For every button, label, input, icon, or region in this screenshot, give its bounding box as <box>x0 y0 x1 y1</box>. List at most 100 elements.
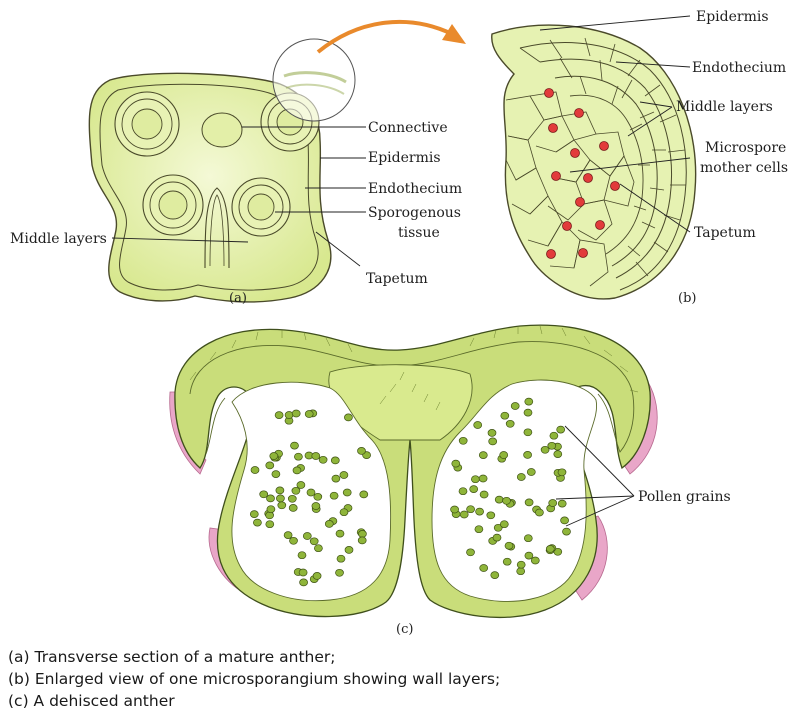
pollen-grain <box>329 491 339 500</box>
pollen-grain <box>548 499 558 507</box>
pollen-grain <box>288 504 298 512</box>
label-endothecium-a: Endothecium <box>368 181 462 197</box>
pollen-grain <box>516 567 526 576</box>
pollen-grain <box>287 494 297 503</box>
label-tapetum-b: Tapetum <box>694 225 756 241</box>
pollen-grain <box>299 578 308 587</box>
anther-groove <box>204 187 230 269</box>
connective-tissue <box>201 112 243 148</box>
pollen-grain <box>344 413 353 422</box>
pollen-grain <box>474 525 484 534</box>
pollen-grain <box>277 501 287 510</box>
pollen-grain <box>276 494 285 503</box>
pollen-grain <box>535 508 544 517</box>
pollen-grain <box>524 498 534 507</box>
pollen-grain <box>275 486 285 495</box>
pollen-grain <box>314 544 323 553</box>
label-microspore-1: Microspore <box>705 140 786 156</box>
caption-a: (a) Transverse section of a mature anthe… <box>8 648 336 666</box>
magnified-region-circle <box>272 38 356 122</box>
cell-walls <box>505 37 686 287</box>
caption-b: (b) Enlarged view of one microsporangium… <box>8 670 501 688</box>
pollen-grain <box>296 481 306 489</box>
pollen-grain <box>486 511 496 520</box>
pollen-grain <box>516 560 526 569</box>
pollen-grain <box>309 537 319 546</box>
pollen-grain <box>336 554 346 563</box>
pollen-grain <box>253 518 262 527</box>
pollen-grain <box>266 494 275 503</box>
pollen-grain <box>523 534 533 543</box>
pollen-grain <box>291 486 301 495</box>
pollen-grain <box>342 488 352 497</box>
label-middle-layers-b: Middle layers <box>676 99 773 115</box>
label-microspore-2: mother cells <box>700 160 788 176</box>
magnification-arrow <box>316 19 466 54</box>
pollen-grain <box>479 490 489 499</box>
pollen-grain <box>504 541 514 550</box>
pollen-grain <box>502 496 511 505</box>
pollen-grain <box>466 505 475 514</box>
label-connective: Connective <box>368 120 448 136</box>
pollen-grain <box>290 441 299 450</box>
pollen-grain <box>298 568 308 577</box>
pollen-grain <box>269 452 279 460</box>
panel-a-anther-section: Connective Epidermis Endothecium Sporoge… <box>10 38 462 306</box>
sublabel-c: (c) <box>396 622 413 637</box>
pollen-grain <box>451 459 461 468</box>
pollen-grain <box>523 451 532 459</box>
pollen-grain <box>331 474 341 483</box>
pollen-grain <box>324 520 334 528</box>
pollen-grain <box>473 421 483 429</box>
pollen-grain <box>557 468 567 477</box>
pollen-grain <box>516 473 526 481</box>
pollen-grain <box>335 568 344 577</box>
pollen-grain <box>478 451 488 459</box>
pollen-grain <box>357 536 367 545</box>
pollen-grain <box>306 488 316 497</box>
pollen-grain <box>284 411 294 419</box>
pollen-grain <box>493 523 503 532</box>
pollen-grain <box>490 571 500 579</box>
pollen-grain <box>458 436 468 445</box>
label-sporogenous-2: tissue <box>398 225 440 241</box>
pollen-grain <box>339 471 349 479</box>
pollen-grain <box>499 520 509 529</box>
pollen-grain <box>530 556 540 565</box>
label-pollen-grains: Pollen grains <box>638 489 731 505</box>
panel-b-microsporangium: Epidermis Endothecium Middle layers Micr… <box>491 9 788 306</box>
pollen-grain <box>289 536 298 545</box>
pollen-grain <box>540 445 550 454</box>
pollen-grain <box>358 530 367 538</box>
pollen-grain <box>357 447 366 455</box>
pollen-grain <box>249 510 259 518</box>
pollen-grain <box>510 402 520 410</box>
pollen-grain <box>553 450 563 458</box>
pollen-grain <box>458 487 468 496</box>
pollen-grains-group <box>249 397 571 587</box>
pollen-grain <box>283 531 293 539</box>
pollen-grain <box>492 533 502 542</box>
pollen-grain <box>475 507 484 516</box>
pollen-grain <box>259 490 269 499</box>
pollen-grain <box>479 564 489 572</box>
pollen-grain <box>487 429 497 437</box>
pollen-grain <box>359 490 369 499</box>
label-endothecium-b: Endothecium <box>692 60 786 76</box>
label-epidermis-a: Epidermis <box>368 150 441 166</box>
pollen-grain <box>505 419 515 428</box>
pollen-grain <box>304 410 314 418</box>
sublabel-b: (b) <box>678 291 696 306</box>
pollen-grain <box>556 425 566 434</box>
label-epidermis-b: Epidermis <box>696 9 769 25</box>
pollen-grain <box>311 502 321 510</box>
pollen-grain <box>524 551 534 560</box>
pollen-grain <box>330 456 340 465</box>
pollen-grain <box>265 461 275 470</box>
locule-top-left <box>114 91 180 157</box>
pollen-grain <box>488 437 498 446</box>
pollen-grain <box>335 529 345 538</box>
pollen-grain <box>545 545 555 553</box>
pollen-grain <box>294 452 303 461</box>
